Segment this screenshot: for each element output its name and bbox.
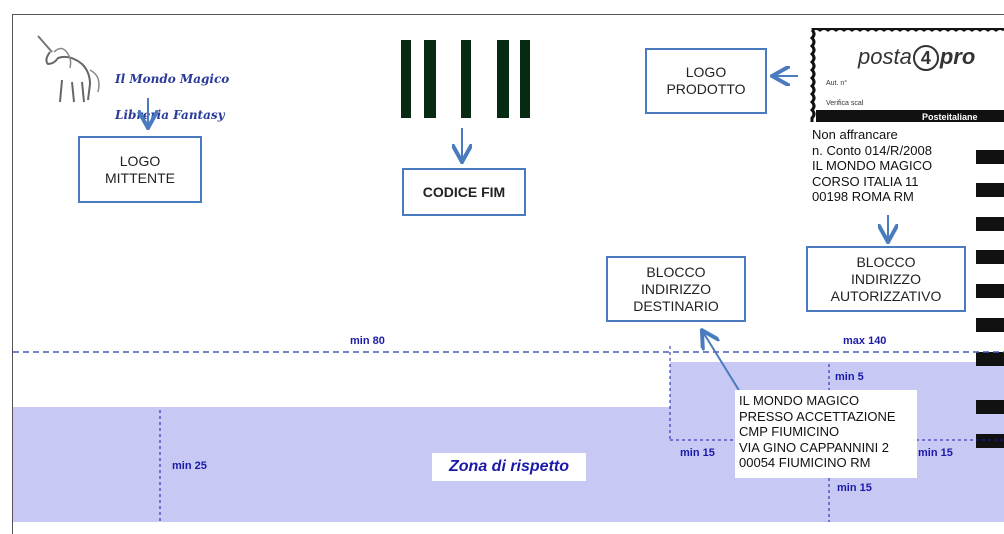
barcode-bar — [520, 40, 530, 118]
min25-label: min 25 — [172, 460, 207, 472]
barcode-bar — [424, 40, 436, 118]
min15-left-label: min 15 — [680, 447, 715, 459]
blocco-autorizzativo-box: BLOCCO INDIRIZZO AUTORIZZATIVO — [806, 246, 966, 312]
stamp-digit: 4 — [912, 45, 939, 71]
sender-logo-line1: Il Mondo Magico — [115, 72, 230, 86]
min15-bottom-label: min 15 — [837, 482, 872, 494]
stamp-suffix: pro — [939, 44, 976, 69]
edge-mark — [976, 183, 1004, 197]
stamp-aut-label: Aut. n° — [826, 80, 848, 87]
envelope-frame — [12, 14, 1004, 534]
blocco-destinatario-box: BLOCCO INDIRIZZO DESTINARIO — [606, 256, 746, 322]
edge-mark — [976, 318, 1004, 332]
recipient-address: IL MONDO MAGICO PRESSO ACCETTAZIONE CMP … — [739, 393, 896, 470]
logo-mittente-box: LOGO MITTENTE — [78, 136, 202, 203]
edge-mark — [976, 150, 1004, 164]
edge-mark — [976, 400, 1004, 414]
zone-label: Zona di rispetto — [432, 453, 586, 481]
min15-right-label: min 15 — [918, 447, 953, 459]
edge-mark — [976, 434, 1004, 448]
edge-mark — [976, 352, 1004, 366]
edge-mark — [976, 250, 1004, 264]
codice-fim-box: CODICE FIM — [402, 168, 526, 216]
stamp-brand-text: posta — [858, 44, 912, 69]
barcode-bar — [461, 40, 471, 118]
unicorn-icon — [37, 35, 100, 103]
logo-prodotto-box: LOGO PRODOTTO — [645, 48, 767, 114]
edge-mark — [976, 284, 1004, 298]
authorization-block: Non affrancare n. Conto 014/R/2008 IL MO… — [812, 127, 933, 204]
stamp-footer: Posteitaliane — [922, 112, 978, 122]
postage-stamp — [809, 28, 1004, 122]
barcode-bar — [497, 40, 509, 118]
barcode-bar — [401, 40, 411, 118]
diagram-lines — [13, 0, 1004, 522]
min5-label: min 5 — [835, 371, 864, 383]
max140-label: max 140 — [843, 335, 887, 347]
edge-mark — [976, 217, 1004, 231]
recipient-bg — [735, 390, 917, 478]
stamp-verifica-label: Verifica scal — [826, 100, 864, 107]
min80-label: min 80 — [350, 335, 385, 347]
